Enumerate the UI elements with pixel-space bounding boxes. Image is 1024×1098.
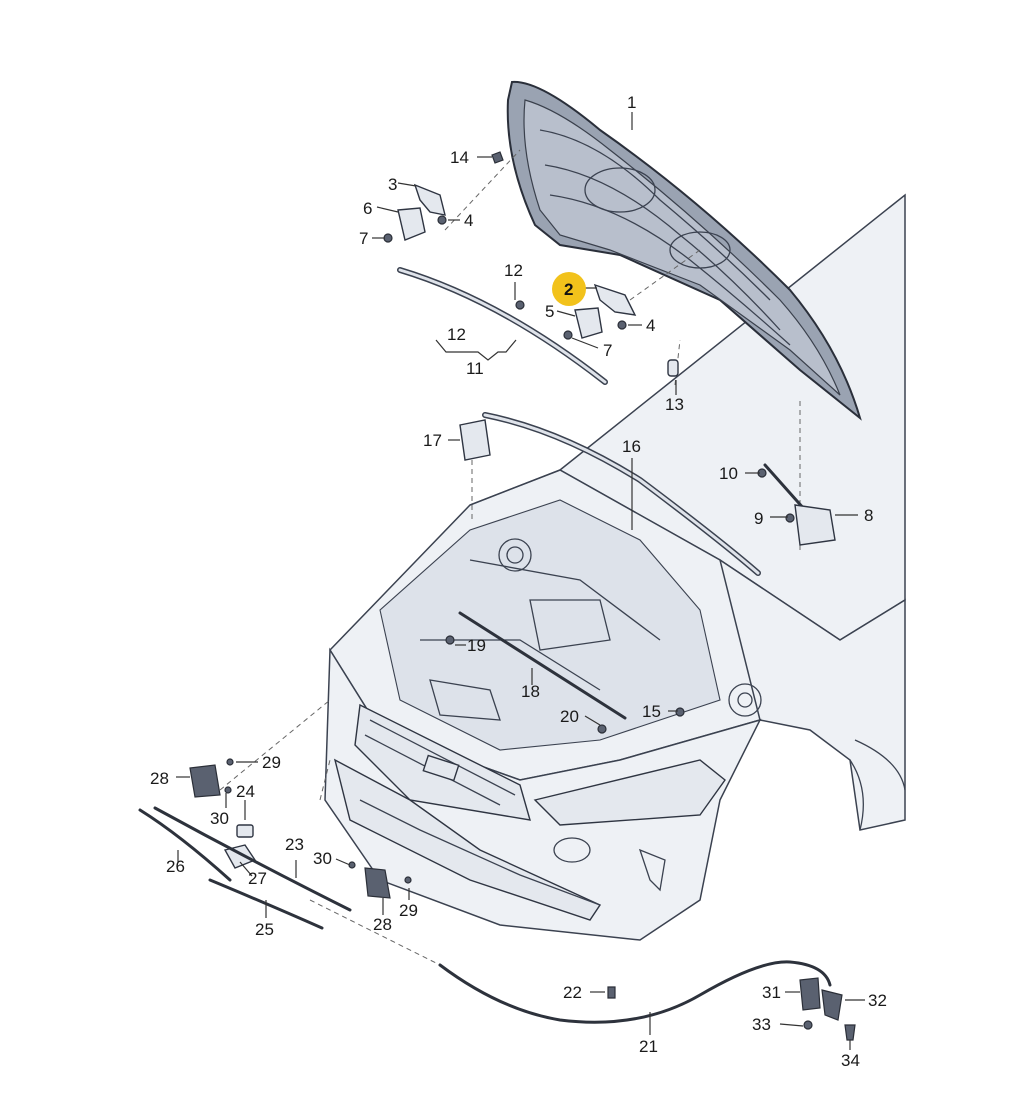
callout-5: 5 [545, 302, 554, 321]
cable-21 [438, 960, 832, 1024]
callout-18: 18 [521, 682, 540, 701]
bonnet-lock-8 [757, 463, 836, 546]
callout-2: 2 [564, 280, 573, 299]
hinge-right [515, 283, 637, 340]
callout-4-right: 4 [646, 316, 655, 335]
callout-29-left: 29 [262, 753, 281, 772]
callout-13: 13 [665, 395, 684, 414]
callout-33: 33 [752, 1015, 771, 1034]
release-lever-left [189, 758, 257, 869]
callout-1: 1 [627, 93, 636, 112]
bonnet-seal [397, 267, 608, 385]
hinge-left [383, 183, 447, 243]
callout-12-top: 12 [504, 261, 523, 280]
cable-26 [138, 808, 232, 882]
callout-28-right: 28 [373, 915, 392, 934]
callout-21: 21 [639, 1037, 658, 1056]
callout-23: 23 [285, 835, 304, 854]
callout-15: 15 [642, 702, 661, 721]
callout-30-left: 30 [210, 809, 229, 828]
callout-12-bracket: 12 [447, 325, 466, 344]
callout-9: 9 [754, 509, 763, 528]
callout-8: 8 [864, 506, 873, 525]
stud-14 [491, 151, 504, 164]
catch-assembly [799, 977, 856, 1041]
support-rod-18 [458, 611, 627, 720]
callout-6: 6 [363, 199, 372, 218]
callout-29-right: 29 [399, 901, 418, 920]
callouts: 1 2 3 4 4 5 6 7 7 8 9 10 11 12 12 13 14 … [150, 93, 887, 1070]
callout-20: 20 [560, 707, 579, 726]
callout-17: 17 [423, 431, 442, 450]
callout-3: 3 [388, 175, 397, 194]
callout-31: 31 [762, 983, 781, 1002]
callout-24: 24 [236, 782, 255, 801]
cable-25 [208, 878, 324, 930]
callout-22: 22 [563, 983, 582, 1002]
callout-16: 16 [622, 437, 641, 456]
bonnet [506, 80, 862, 421]
callout-26: 26 [166, 857, 185, 876]
seal-16 [482, 412, 761, 576]
callout-7-right: 7 [603, 341, 612, 360]
callout-27: 27 [248, 869, 267, 888]
callout-7-left: 7 [359, 229, 368, 248]
callout-10: 10 [719, 464, 738, 483]
callout-14: 14 [450, 148, 469, 167]
callout-11: 11 [466, 359, 484, 378]
callout-32: 32 [868, 991, 887, 1010]
callout-19: 19 [467, 636, 486, 655]
callout-2-highlight [552, 272, 586, 306]
callout-4-left: 4 [464, 211, 473, 230]
callout-28-left: 28 [150, 769, 169, 788]
bracket-17 [459, 419, 491, 461]
clip-22 [607, 986, 616, 999]
release-lever-right [364, 867, 391, 899]
callout-30-right: 30 [313, 849, 332, 868]
callout-34: 34 [841, 1051, 860, 1070]
cable-23 [153, 806, 352, 912]
leader-lines [176, 112, 865, 1050]
callout-25: 25 [255, 920, 274, 939]
buffer-13 [667, 359, 679, 377]
